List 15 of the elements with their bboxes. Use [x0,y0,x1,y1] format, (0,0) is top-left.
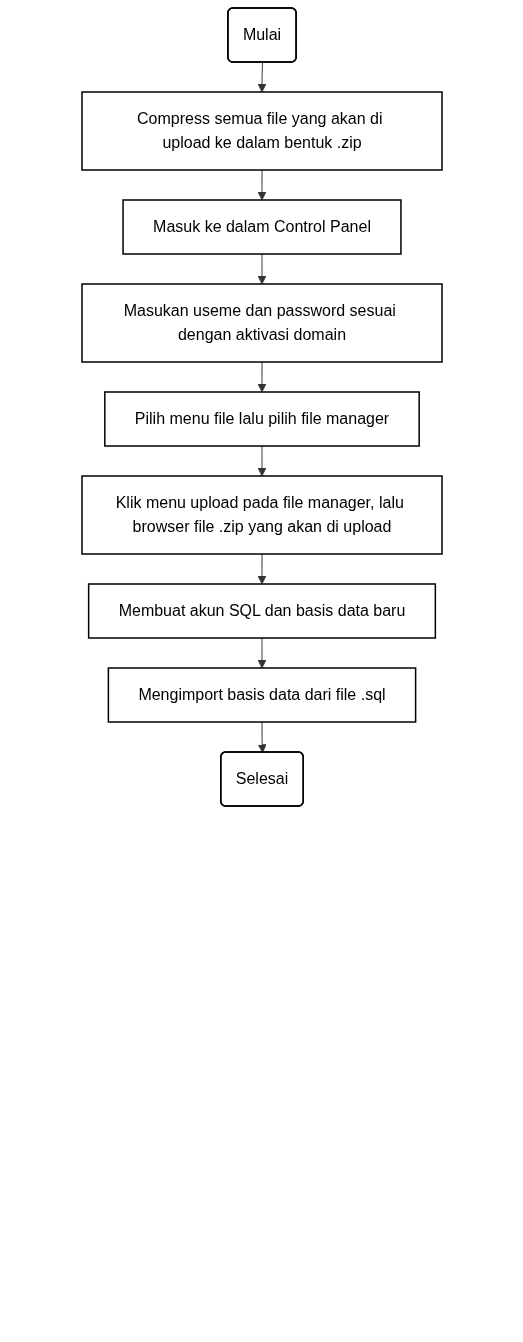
arrow [257,62,266,93]
arrow [257,553,266,585]
node-box: Compress semua file yang akan di upload ke dalam bentuk .zip [80,91,443,171]
arrow [257,253,266,285]
node-box: Mengimport basis data dari file .sql [107,667,416,723]
node-box: Pilih menu file lalu pilih file manager [103,391,420,447]
node-box: Membuat akun SQL dan basis data baru [87,583,436,639]
node-box: Masukan useme dan password sesuai dengan aktivasi domain [80,283,443,363]
arrow [257,361,266,393]
arrow [257,637,266,669]
arrow [257,169,266,201]
node-box: Klik menu upload pada file manager, lalu browser file .zip yang akan di upload [80,475,443,555]
arrow [257,445,266,477]
node-box: Masuk ke dalam Control Panel [121,199,402,255]
arrow [257,721,267,753]
